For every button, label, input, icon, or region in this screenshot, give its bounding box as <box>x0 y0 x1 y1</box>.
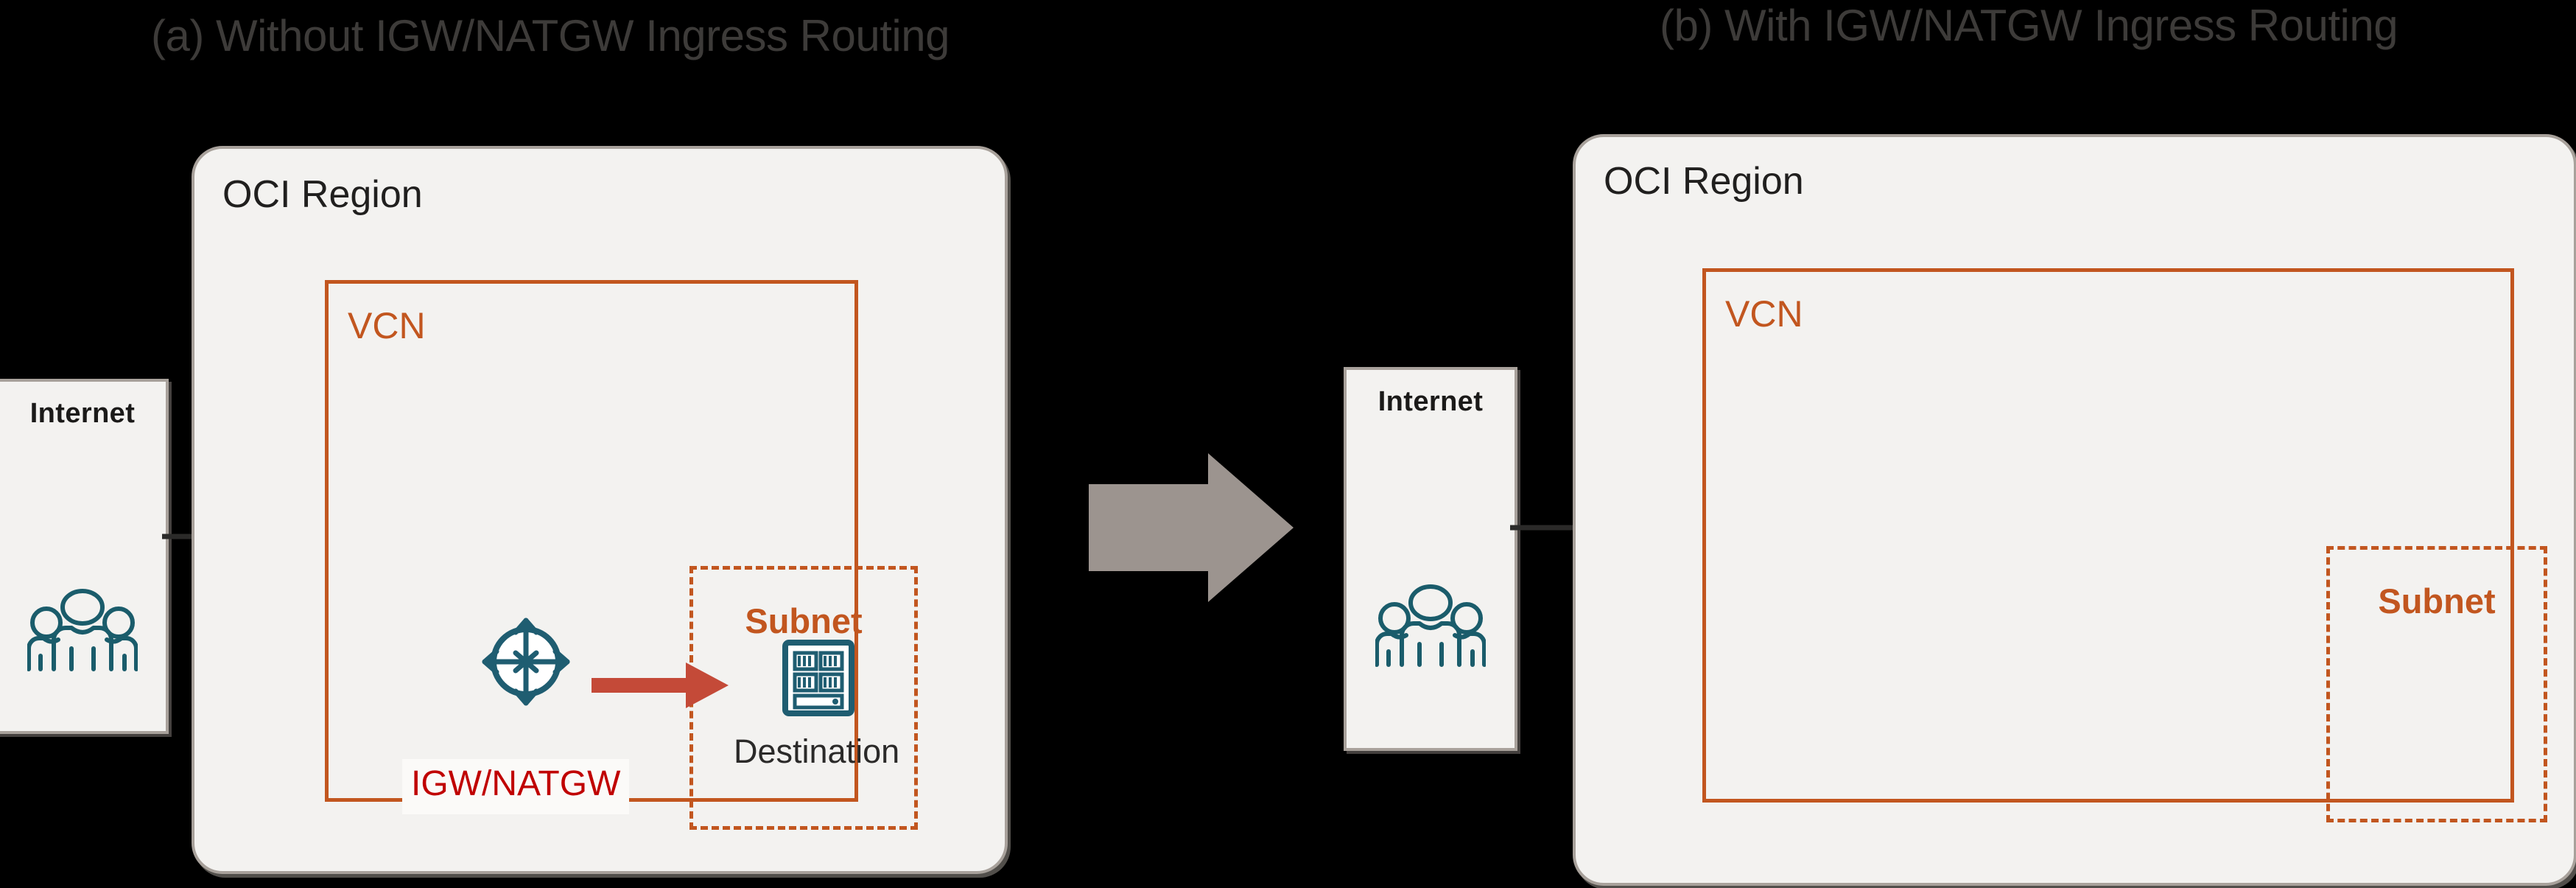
gateway-icon <box>480 616 572 711</box>
internet-box-b: Internet <box>1344 367 1517 751</box>
destination-label-a: Destination <box>734 733 900 770</box>
vcn-label-a: VCN <box>348 305 426 346</box>
right-block-arrow-icon <box>1089 453 1295 606</box>
internet-box-a: Internet <box>0 379 169 734</box>
people-icon <box>27 588 138 677</box>
oci-region-box-b: OCI Region VCN Subnet <box>1573 134 2576 886</box>
subnet-label-a: Subnet <box>745 601 863 640</box>
panel-a-title: (a) Without IGW/NATGW Ingress Routing <box>151 11 950 60</box>
vcn-label-b: VCN <box>1725 293 1803 335</box>
traffic-arrow-a <box>592 660 731 715</box>
people-icon <box>1375 584 1487 673</box>
subnet-box-a: Subnet <box>689 566 918 830</box>
oci-region-box-a: OCI Region VCN Subnet <box>192 146 1008 874</box>
oci-region-label-a: OCI Region <box>222 173 423 216</box>
subnet-label-b: Subnet <box>2378 581 2496 620</box>
server-icon <box>782 640 854 720</box>
vcn-box-b: VCN <box>1702 268 2514 803</box>
oci-region-label-b: OCI Region <box>1604 160 1804 203</box>
internet-label-a: Internet <box>29 398 136 429</box>
panel-b-title: (b) With IGW/NATGW Ingress Routing <box>1660 1 2398 50</box>
subnet-box-b: Subnet <box>2326 546 2547 822</box>
internet-label-b: Internet <box>1378 386 1484 417</box>
gateway-label-a: IGW/NATGW <box>402 759 630 814</box>
